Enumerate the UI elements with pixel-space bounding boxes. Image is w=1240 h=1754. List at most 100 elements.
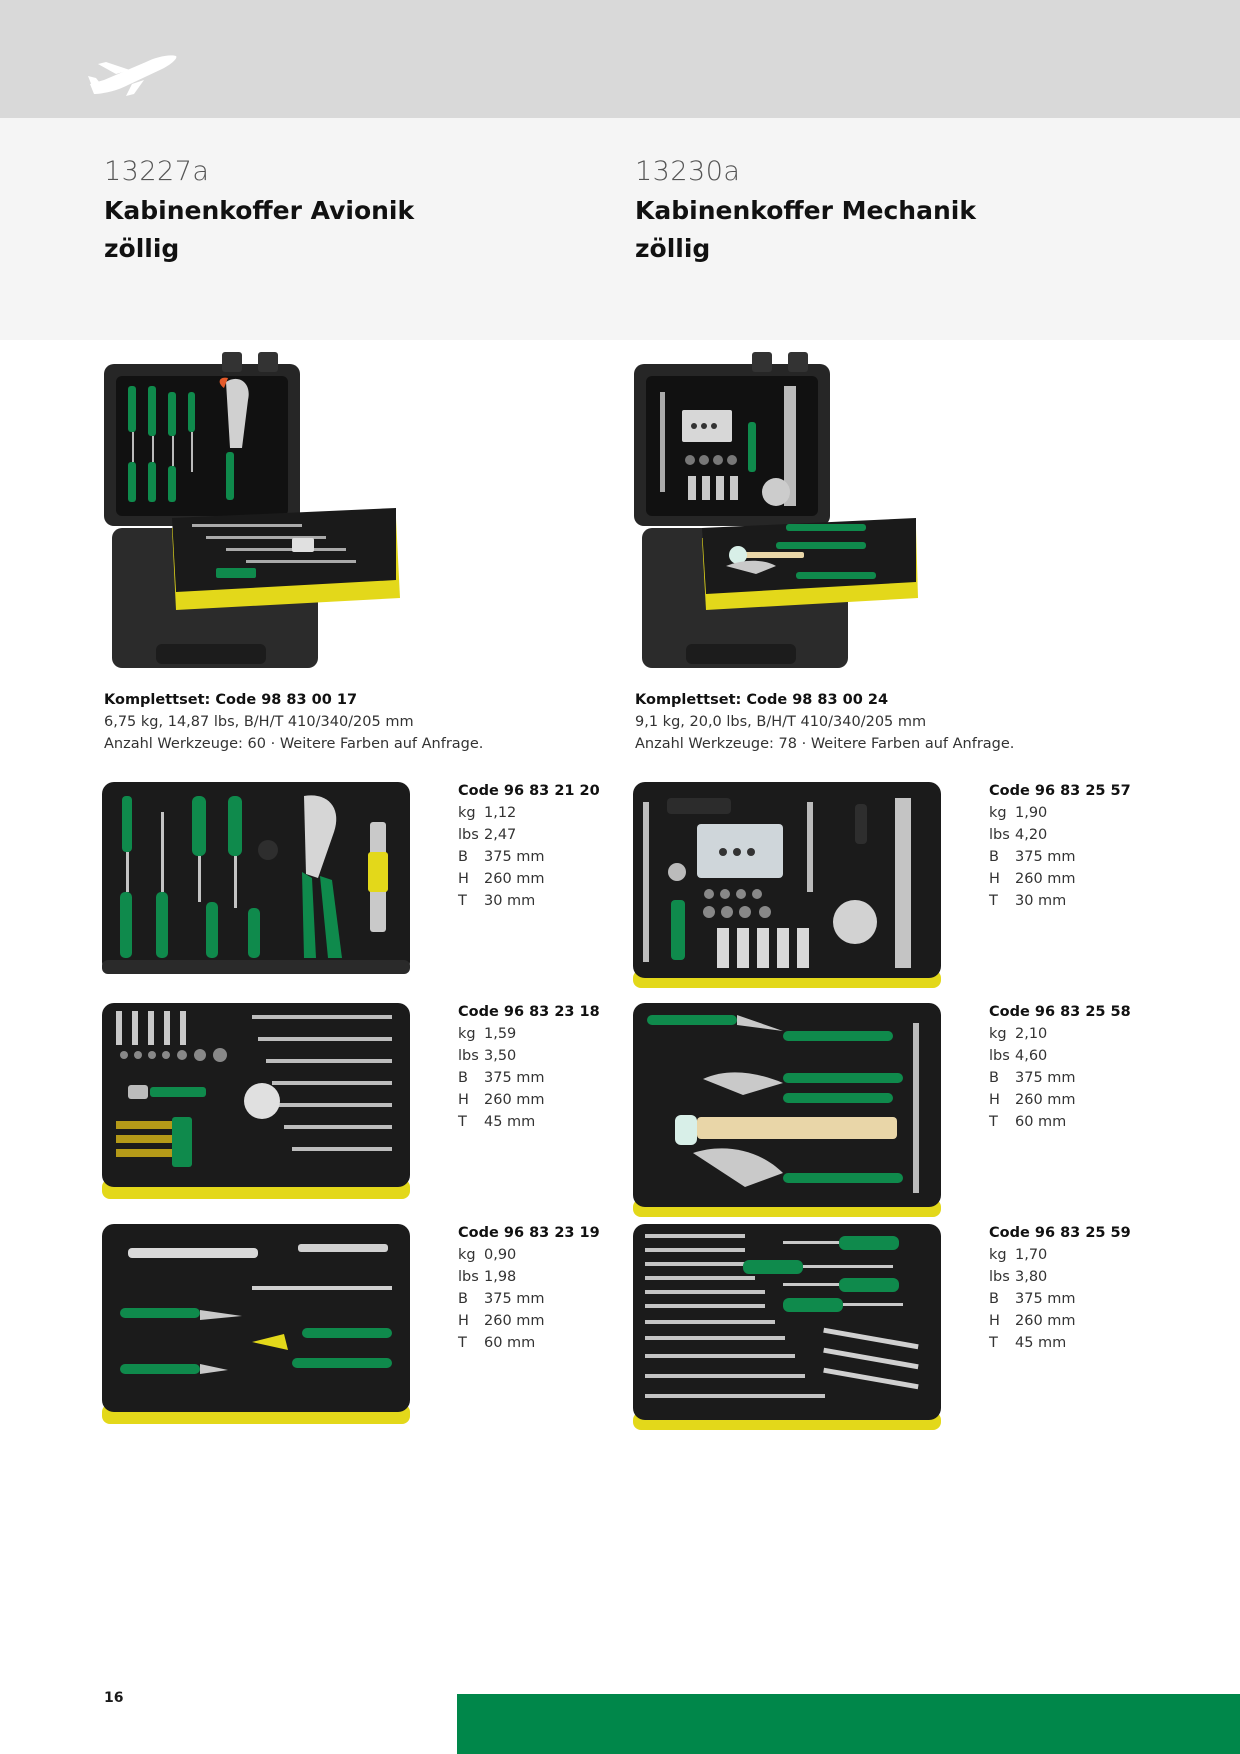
set-count: Anzahl Werkzeuge: 60 · Weitere Farben au… <box>104 736 484 752</box>
spec-value: 2,47 <box>484 827 517 843</box>
spec-label: B <box>989 1291 999 1307</box>
airplane-icon <box>88 55 177 96</box>
product-title-line: zöllig <box>104 234 180 263</box>
spec-row-kg: kg 1,59 <box>458 1023 608 1045</box>
spec-label: kg <box>458 1026 476 1042</box>
spec-value: 375 mm <box>1015 1070 1076 1086</box>
spec-value: 1,70 <box>1015 1247 1048 1263</box>
spec-row-h: H 260 mm <box>989 868 1139 890</box>
spec-value: 60 mm <box>484 1335 536 1351</box>
spec-label: lbs <box>458 1048 479 1064</box>
spec-row-lbs: lbs 3,80 <box>989 1266 1139 1288</box>
spec-label: H <box>989 1313 1000 1329</box>
spec-label: kg <box>989 1026 1007 1042</box>
tray-code: Code 96 83 21 20 <box>458 783 600 799</box>
spec-row-t: T 30 mm <box>458 890 608 912</box>
spec-value: 30 mm <box>484 893 536 909</box>
spec-row-b: B 375 mm <box>989 1067 1139 1089</box>
spec-label: B <box>989 1070 999 1086</box>
title-band <box>0 118 1240 340</box>
product-number: 13230a <box>635 156 741 187</box>
spec-value: 3,80 <box>1015 1269 1048 1285</box>
spec-value: 260 mm <box>484 871 545 887</box>
product-title-line: Kabinenkoffer Avionik <box>104 196 415 225</box>
spec-label: lbs <box>458 827 479 843</box>
spec-label: H <box>458 1092 469 1108</box>
set-code: Komplettset: Code 98 83 00 17 <box>104 692 358 708</box>
spec-value: 0,90 <box>484 1247 517 1263</box>
spec-label: kg <box>989 1247 1007 1263</box>
spec-value: 260 mm <box>1015 1313 1076 1329</box>
tray-code: Code 96 83 25 57 <box>989 783 1131 799</box>
product-number: 13227a <box>104 156 210 187</box>
spec-row-h: H 260 mm <box>458 1310 608 1332</box>
spec-row-kg: kg 0,90 <box>458 1244 608 1266</box>
tray-code: Code 96 83 23 19 <box>458 1225 600 1241</box>
spec-row-b: B 375 mm <box>458 1067 608 1089</box>
spec-value: 4,20 <box>1015 827 1048 843</box>
spec-row-h: H 260 mm <box>458 868 608 890</box>
tray-image <box>102 1003 410 1199</box>
tray-image <box>633 782 941 988</box>
spec-value: 375 mm <box>484 1291 545 1307</box>
spec-value: 375 mm <box>1015 1291 1076 1307</box>
tray-image <box>633 1224 941 1430</box>
tray-code: Code 96 83 23 18 <box>458 1004 600 1020</box>
spec-label: B <box>458 1070 468 1086</box>
spec-label: B <box>989 849 999 865</box>
page-number: 16 <box>104 1690 124 1706</box>
spec-row-t: T 60 mm <box>458 1332 608 1354</box>
product-title: Kabinenkoffer Mechanik zöllig <box>635 192 1095 268</box>
spec-row-h: H 260 mm <box>989 1310 1139 1332</box>
spec-label: kg <box>989 805 1007 821</box>
set-specs: 6,75 kg, 14,87 lbs, B/H/T 410/340/205 mm <box>104 714 414 730</box>
spec-value: 375 mm <box>484 1070 545 1086</box>
spec-label: T <box>458 1335 467 1351</box>
spec-value: 260 mm <box>484 1313 545 1329</box>
spec-label: H <box>989 871 1000 887</box>
spec-value: 4,60 <box>1015 1048 1048 1064</box>
spec-row-b: B 375 mm <box>989 846 1139 868</box>
spec-value: 45 mm <box>484 1114 536 1130</box>
case-image <box>104 352 400 668</box>
spec-label: kg <box>458 1247 476 1263</box>
product-title-line: zöllig <box>635 234 711 263</box>
set-info: Komplettset: Code 98 83 00 24 9,1 kg, 20… <box>635 689 1135 755</box>
spec-label: T <box>458 893 467 909</box>
case-image <box>634 352 918 668</box>
spec-value: 260 mm <box>1015 871 1076 887</box>
tray-code: Code 96 83 25 59 <box>989 1225 1131 1241</box>
tray-code: Code 96 83 25 58 <box>989 1004 1131 1020</box>
tray-image <box>102 1224 410 1424</box>
spec-label: H <box>458 1313 469 1329</box>
set-code: Komplettset: Code 98 83 00 24 <box>635 692 889 708</box>
tray-image <box>102 782 410 974</box>
spec-label: H <box>458 871 469 887</box>
spec-value: 375 mm <box>1015 849 1076 865</box>
spec-row-kg: kg 1,70 <box>989 1244 1139 1266</box>
spec-value: 30 mm <box>1015 893 1067 909</box>
product-title-line: Kabinenkoffer Mechanik <box>635 196 976 225</box>
set-count: Anzahl Werkzeuge: 78 · Weitere Farben au… <box>635 736 1015 752</box>
spec-label: lbs <box>989 1269 1010 1285</box>
spec-value: 1,59 <box>484 1026 517 1042</box>
header-bar <box>0 0 1240 118</box>
spec-label: H <box>989 1092 1000 1108</box>
set-specs: 9,1 kg, 20,0 lbs, B/H/T 410/340/205 mm <box>635 714 927 730</box>
